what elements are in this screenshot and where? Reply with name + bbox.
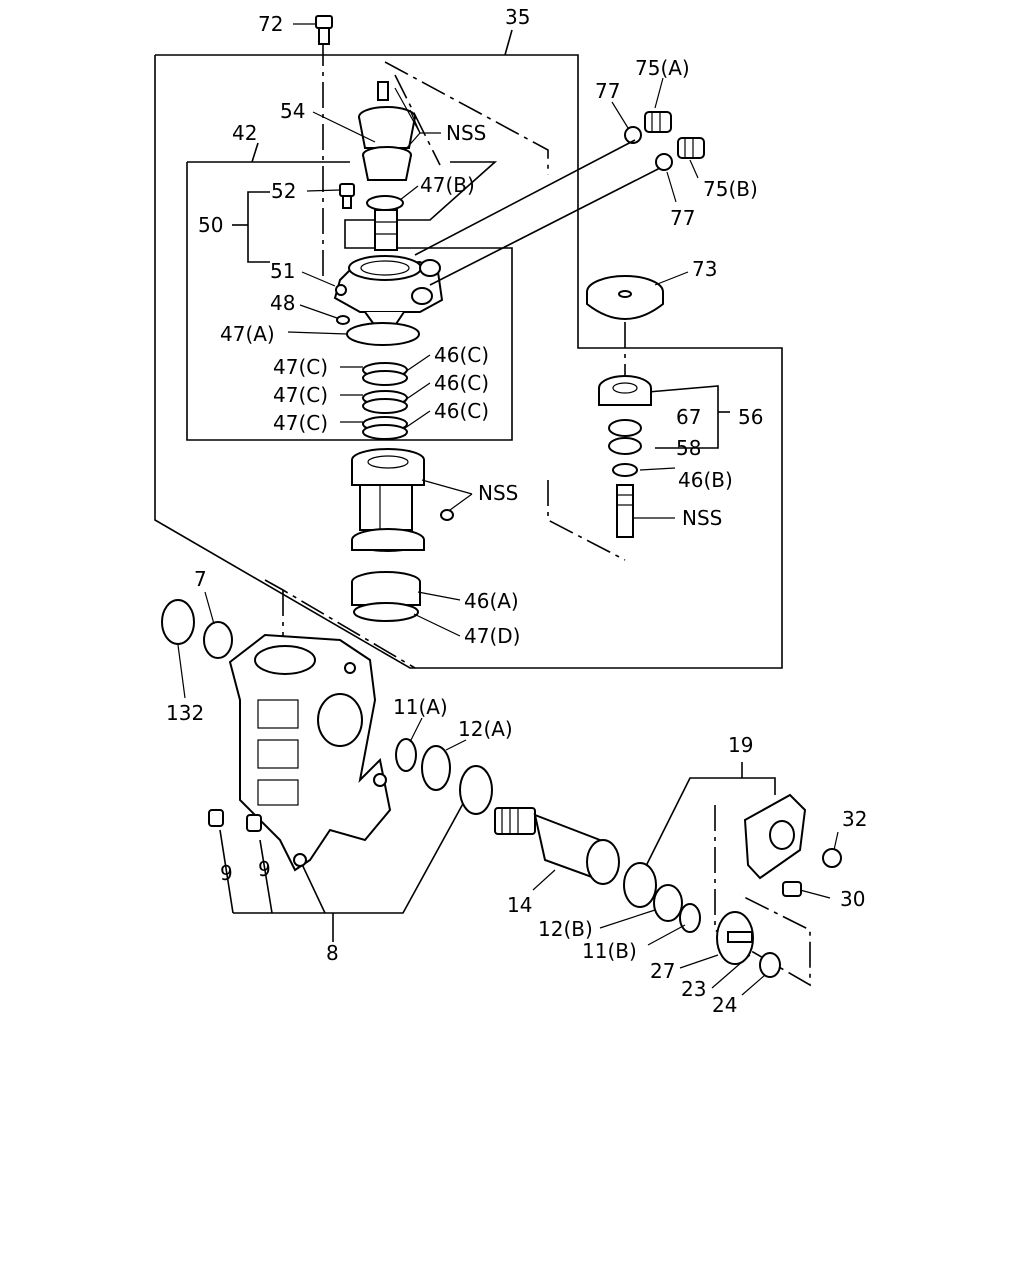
label-19: 19 <box>728 733 753 757</box>
fitting-75a-icon <box>624 111 672 144</box>
label-47b: 47(B) <box>420 173 475 197</box>
label-42: 42 <box>232 121 257 145</box>
label-8: 8 <box>326 941 339 965</box>
seal-ring-stack-icon <box>362 362 408 440</box>
label-9-b: 9 <box>258 857 271 881</box>
label-7: 7 <box>194 567 207 591</box>
label-47a: 47(A) <box>220 322 275 346</box>
screw-27-23-24-icon <box>716 911 781 978</box>
label-11b: 11(B) <box>582 939 637 963</box>
label-14: 14 <box>507 893 532 917</box>
bolt-52-icon <box>339 183 355 209</box>
label-46b: 46(B) <box>678 468 733 492</box>
label-30: 30 <box>840 887 865 911</box>
label-48: 48 <box>270 291 295 315</box>
gear-housing-8-icon <box>228 633 392 872</box>
group-frames <box>154 29 811 987</box>
label-46c-3: 46(C) <box>434 399 489 423</box>
label-27: 27 <box>650 959 675 983</box>
label-72: 72 <box>258 12 283 36</box>
bearing-11a-12a-icon <box>395 738 493 815</box>
valve-54-icon <box>358 81 416 251</box>
label-leaders <box>177 23 839 996</box>
shaft-14-icon <box>494 807 620 885</box>
label-12b: 12(B) <box>538 917 593 941</box>
label-46a: 46(A) <box>464 589 519 613</box>
label-24: 24 <box>712 993 737 1017</box>
label-51: 51 <box>270 259 295 283</box>
o-ring-47a-icon <box>346 322 420 346</box>
seal-7-132-icon <box>161 599 233 659</box>
part-labels: 72 35 54 NSS 42 47(B) 52 50 51 48 47(A) … <box>166 5 867 1017</box>
label-47d: 47(D) <box>464 624 520 648</box>
label-77-b: 77 <box>670 206 695 230</box>
label-nss-3: NSS <box>682 506 722 530</box>
label-132: 132 <box>166 701 204 725</box>
label-35: 35 <box>505 5 530 29</box>
label-56: 56 <box>738 405 763 429</box>
label-58: 58 <box>676 436 701 460</box>
label-nss-1: NSS <box>446 121 486 145</box>
valve-housing-51-icon <box>333 255 444 331</box>
seal-46a-47d-icon <box>351 571 421 622</box>
label-50: 50 <box>198 213 223 237</box>
label-75b: 75(B) <box>703 177 758 201</box>
label-73: 73 <box>692 257 717 281</box>
cover-19-icon <box>743 793 842 897</box>
label-52: 52 <box>271 179 296 203</box>
fitting-75b-icon <box>655 137 705 171</box>
plug-9a-icon <box>208 809 224 827</box>
label-11a: 11(A) <box>393 695 448 719</box>
label-54: 54 <box>280 99 305 123</box>
label-nss-2: NSS <box>478 481 518 505</box>
label-67: 67 <box>676 405 701 429</box>
label-47c-1: 47(C) <box>273 355 328 379</box>
label-9-a: 9 <box>220 861 233 885</box>
o-ring-48-icon <box>336 315 350 325</box>
label-47c-3: 47(C) <box>273 411 328 435</box>
plug-9b-icon <box>246 814 262 832</box>
valve-56-icon <box>598 375 652 538</box>
label-12a: 12(A) <box>458 717 513 741</box>
label-46c-2: 46(C) <box>434 371 489 395</box>
label-47c-2: 47(C) <box>273 383 328 407</box>
cap-73-icon <box>586 275 664 320</box>
label-46c-1: 46(C) <box>434 343 489 367</box>
label-77-a: 77 <box>595 79 620 103</box>
bolt-72-icon <box>315 15 333 45</box>
label-23: 23 <box>681 977 706 1001</box>
piston-icon <box>351 448 454 552</box>
bearing-12b-11b-icon <box>623 862 701 933</box>
label-75a: 75(A) <box>635 56 690 80</box>
label-32: 32 <box>842 807 867 831</box>
